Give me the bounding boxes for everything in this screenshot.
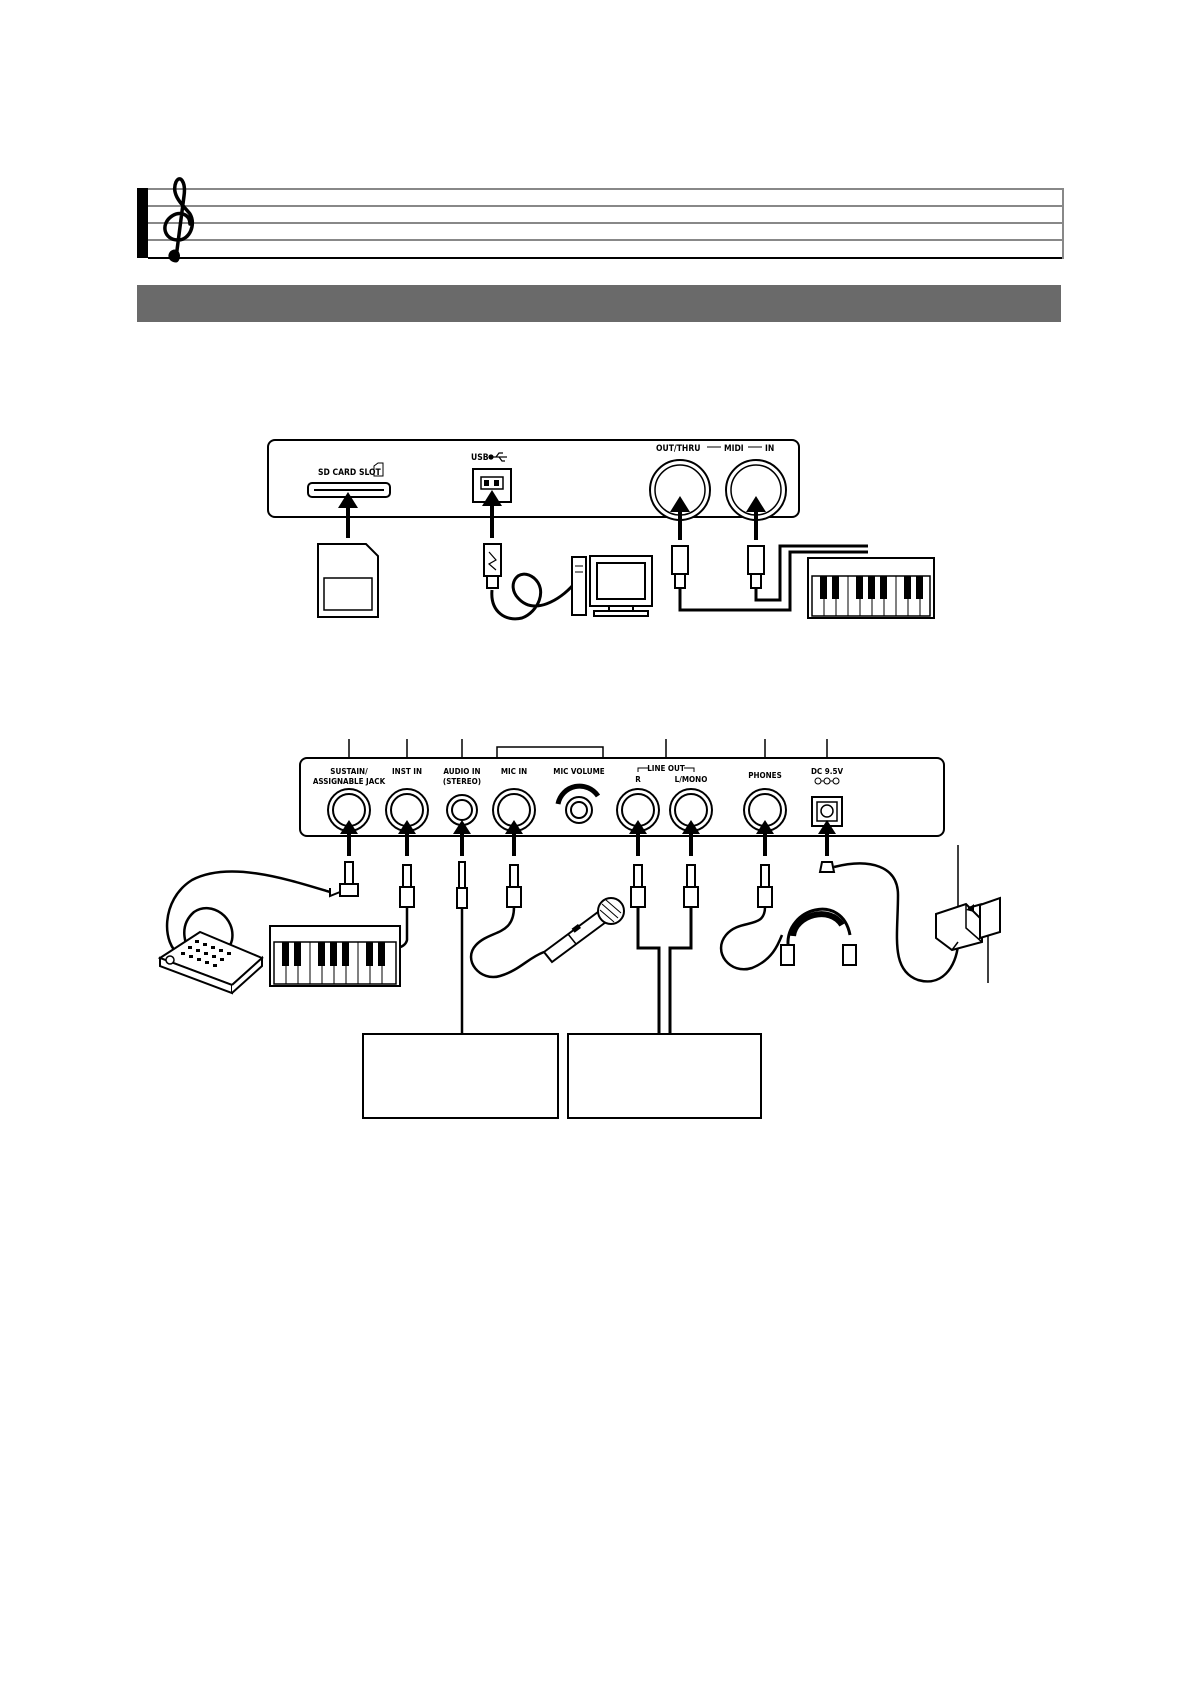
treble-clef-icon — [163, 177, 195, 263]
arrow-icon — [670, 496, 690, 540]
usb-label: USB — [471, 453, 489, 463]
sd-lock-icon — [373, 462, 384, 477]
dc-polarity-icon — [814, 777, 840, 785]
mic-volume-label: MIC VOLUME — [553, 767, 604, 776]
section-title-bar — [137, 285, 1061, 322]
phones-cable — [719, 906, 784, 971]
line-out-bracket — [637, 767, 695, 772]
keyboard-icon — [269, 925, 401, 987]
usb-cable — [490, 572, 576, 621]
line-out-l-mono-jack[interactable] — [669, 788, 713, 832]
usb-port-pin — [484, 480, 489, 486]
audio-in-stereo-label: (STEREO) — [443, 777, 481, 786]
midi-plug — [671, 545, 765, 589]
bottom-callout-ticks — [348, 739, 828, 757]
assignable-jack-label: ASSIGNABLE JACK — [313, 777, 386, 786]
usb-icon — [488, 452, 507, 462]
sd-card-slot-label: SD CARD SLOT — [318, 468, 382, 478]
audio-device-box — [362, 1033, 559, 1119]
inst-in-label: INST IN — [392, 767, 422, 776]
sustain-label: SUSTAIN/ — [330, 767, 368, 776]
sustain-angled-plug — [329, 861, 359, 898]
line-out-label: LINE OUT — [647, 764, 685, 773]
line-out-cable — [636, 907, 693, 1042]
arrow-icon — [338, 492, 358, 538]
phones-label: PHONES — [748, 771, 782, 780]
adaptor-cable — [833, 862, 960, 983]
amplifier-box — [567, 1033, 762, 1119]
wall-outlet-icon — [966, 896, 1001, 940]
ac-adaptor-icon — [935, 902, 983, 952]
audio-in-jack[interactable] — [446, 794, 478, 826]
line-out-r-label: R — [635, 775, 641, 784]
arrow-icon — [340, 820, 836, 856]
arrow-icon — [746, 496, 766, 540]
pedal-icon — [157, 930, 264, 995]
mic-in-label: MIC IN — [501, 767, 527, 776]
mic-in-jack[interactable] — [492, 788, 536, 832]
inst-in-jack[interactable] — [385, 788, 429, 832]
midi-label: MIDI — [724, 444, 744, 454]
usb-port-pin — [494, 480, 499, 486]
dc-label: DC 9.5V — [811, 767, 844, 776]
staff-thick-bar — [137, 188, 148, 258]
headphones-icon — [780, 907, 857, 966]
mic-cable — [469, 906, 545, 979]
midi-out-thru-label: OUT/THRU — [656, 444, 700, 454]
sustain-jack[interactable] — [327, 788, 371, 832]
audio-in-label: AUDIO IN — [443, 767, 480, 776]
computer-icon — [571, 555, 653, 617]
staff-header — [137, 177, 1064, 263]
phones-jack[interactable] — [743, 788, 787, 832]
sd-card-icon — [317, 543, 379, 618]
midi-in-label: IN — [765, 444, 774, 454]
midi-keyboard-icon — [807, 557, 935, 619]
midi-cable — [678, 544, 868, 612]
audio-plug — [399, 861, 773, 909]
dc-jack[interactable] — [811, 796, 843, 827]
arrow-icon — [482, 490, 502, 538]
dc-plug — [818, 861, 836, 873]
line-out-l-mono-label: L/MONO — [675, 775, 708, 784]
mic-volume-knob[interactable] — [555, 783, 601, 824]
microphone-icon — [542, 897, 625, 964]
usb-plug — [483, 543, 502, 589]
